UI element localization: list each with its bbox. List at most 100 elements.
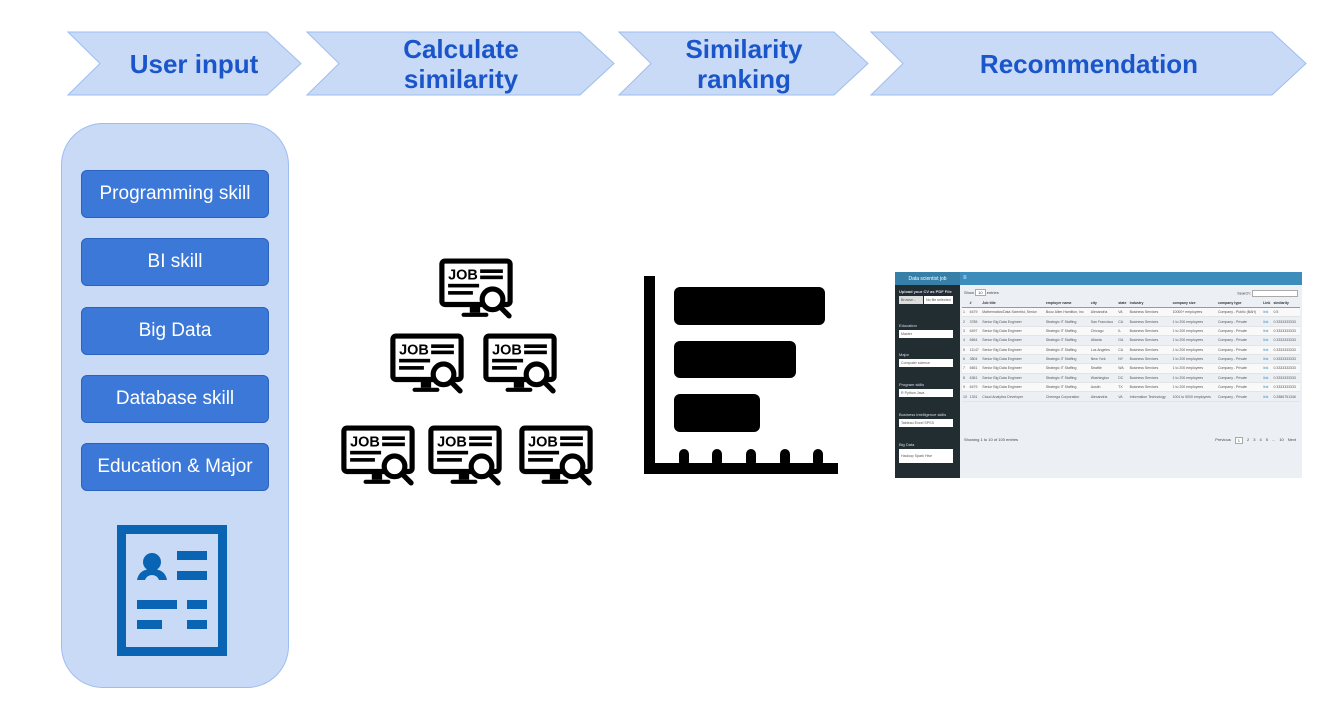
job-link[interactable]: link <box>1262 382 1273 393</box>
table-cell: Chenega Corporation <box>1044 391 1090 402</box>
bigdata-input[interactable]: Hadoop Spark Hive <box>899 449 953 463</box>
table-cell: CA <box>1117 345 1129 355</box>
ranking-bar-chart-icon <box>644 276 838 474</box>
table-cell: Business Services <box>1128 363 1172 374</box>
search-input[interactable] <box>1252 290 1298 297</box>
table-info: Showing 1 to 10 of 100 entries <box>964 437 1019 442</box>
app-sidebar: Upload your CV as PDF File Browse... No … <box>895 285 960 478</box>
skill-database: Database skill <box>81 375 269 423</box>
page-button[interactable]: 10 <box>1279 437 1284 442</box>
job-link[interactable]: link <box>1262 335 1273 346</box>
resume-icon <box>117 525 227 656</box>
column-header[interactable] <box>962 299 969 308</box>
page-button[interactable]: Previous <box>1215 437 1231 442</box>
job-link[interactable]: link <box>1262 345 1273 355</box>
table-cell: 1 to 200 employees <box>1171 382 1217 393</box>
table-cell: 7 <box>962 363 969 374</box>
skill-programming: Programming skill <box>81 170 269 218</box>
program-skills-input[interactable]: R Python Java <box>899 389 953 397</box>
page-button[interactable]: 5 <box>1265 437 1268 442</box>
job-link[interactable]: link <box>1262 326 1273 337</box>
chevron-shape <box>870 31 1307 96</box>
table-cell: 0.5 <box>1272 307 1300 318</box>
file-input[interactable]: No file selected <box>924 296 953 304</box>
table-cell: 1 to 200 employees <box>1171 316 1217 327</box>
page-button[interactable]: 3 <box>1253 437 1256 442</box>
column-header[interactable]: company size <box>1171 299 1217 308</box>
table-cell: 3785 <box>968 316 982 327</box>
column-header[interactable]: employer name <box>1044 299 1090 308</box>
column-header[interactable]: industry <box>1128 299 1172 308</box>
job-link[interactable]: link <box>1262 363 1273 374</box>
column-header[interactable]: Link <box>1262 299 1273 308</box>
table-cell: Atlanta <box>1089 335 1118 346</box>
table-cell: Washington <box>1089 373 1118 384</box>
app-topbar: ≡ <box>895 272 1302 285</box>
skill-big-data: Big Data <box>81 307 269 355</box>
table-cell: 4 <box>962 335 969 346</box>
table-cell: 0.3333333333 <box>1272 354 1300 365</box>
page-button[interactable]: ... <box>1271 437 1276 442</box>
table-cell: 6479 <box>968 307 982 318</box>
column-header[interactable]: Job title <box>981 299 1045 308</box>
column-header[interactable]: similarity <box>1272 299 1300 308</box>
menu-icon[interactable]: ≡ <box>963 275 967 281</box>
job-link[interactable]: link <box>1262 354 1273 365</box>
table-cell: Company - Private <box>1216 316 1263 327</box>
table-cell: VA <box>1117 307 1129 318</box>
table-cell: WA <box>1117 363 1129 374</box>
table-cell: Booz Allen Hamilton, Inc <box>1044 307 1090 318</box>
table-cell: 1 to 200 employees <box>1171 354 1217 365</box>
table-cell: Senior Big Data Engineer <box>981 326 1045 337</box>
job-link[interactable]: link <box>1262 373 1273 384</box>
column-header[interactable]: company type <box>1216 299 1263 308</box>
table-cell: 1 <box>962 307 969 318</box>
job-link[interactable]: link <box>1262 391 1273 402</box>
column-header[interactable]: city <box>1089 299 1118 308</box>
job-search-icon <box>339 425 417 487</box>
table-cell: 3 <box>962 326 969 337</box>
job-link[interactable]: link <box>1262 316 1273 327</box>
table-cell: 1331 <box>968 391 982 402</box>
job-link[interactable]: link <box>1262 307 1273 318</box>
table-cell: Information Technology <box>1128 391 1172 402</box>
bi-skills-input[interactable]: Tableau Excel SPSS <box>899 419 953 427</box>
column-header[interactable]: state <box>1117 299 1129 308</box>
entries-select[interactable]: 10 <box>975 289 986 296</box>
education-select[interactable]: Master <box>899 330 953 338</box>
table-cell: 5 <box>962 345 969 355</box>
table-cell: 0.3333333333 <box>1272 326 1300 337</box>
page-button[interactable]: 4 <box>1259 437 1262 442</box>
major-input[interactable]: Computer science <box>899 359 953 367</box>
table-cell: Los Angeles <box>1089 345 1118 355</box>
table-cell: Company - Private <box>1216 345 1263 355</box>
chevron-shape <box>618 31 869 96</box>
browse-button[interactable]: Browse... <box>899 296 923 304</box>
table-cell: Senior Big Data Engineer <box>981 373 1045 384</box>
page-button[interactable]: 1 <box>1234 437 1244 444</box>
table-cell: Business Services <box>1128 316 1172 327</box>
table-cell: 0.3333333333 <box>1272 345 1300 355</box>
table-cell: Business Services <box>1128 326 1172 337</box>
table-cell: 0.2886751346 <box>1272 391 1300 402</box>
table-cell: Strategic IT Staffing <box>1044 326 1090 337</box>
page-button[interactable]: Next <box>1287 437 1296 442</box>
step-user-input: User input <box>67 31 303 96</box>
table-cell: 1001 to 5000 employees <box>1171 391 1217 402</box>
column-header[interactable]: # <box>968 299 982 308</box>
table-cell: Company - Private <box>1216 391 1263 402</box>
table-cell: 9 <box>962 382 969 393</box>
job-search-icon <box>388 333 466 395</box>
table-cell: 3804 <box>968 354 982 365</box>
page-button[interactable]: 2 <box>1247 437 1250 442</box>
